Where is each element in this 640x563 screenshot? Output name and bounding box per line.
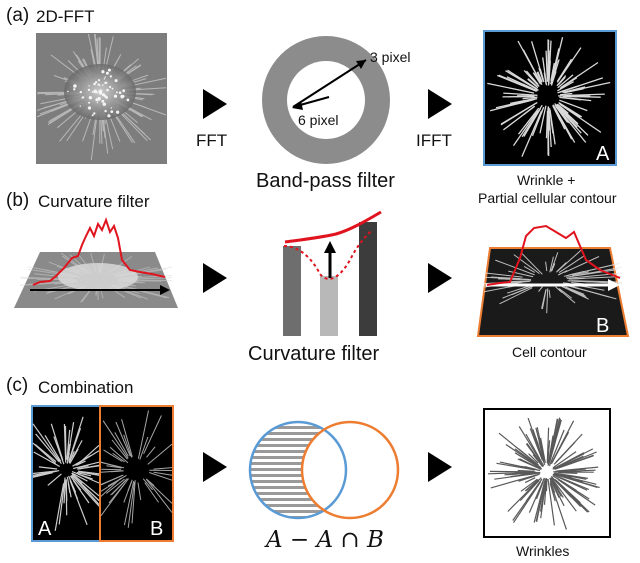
- combined-input-images: [31, 405, 174, 542]
- fft-result-image-a: [483, 30, 617, 166]
- title-curvature-filter: Curvature filter: [38, 192, 150, 211]
- curvature-caption: Curvature filter: [248, 343, 380, 365]
- result-caption-wrinkles: Wrinkles: [516, 543, 570, 559]
- result-caption-b: Cell contour: [512, 344, 587, 360]
- arrow-fft: [203, 89, 227, 119]
- raw-micrograph-image: [36, 33, 167, 164]
- radius-outer-label: 3 pixel: [370, 49, 411, 65]
- result-caption-a-line2: Partial cellular contour: [478, 190, 617, 206]
- arrow-ifft: [428, 89, 452, 119]
- arrow-curvature: [203, 263, 227, 293]
- combo-letter-b: B: [150, 518, 164, 540]
- panel-label-c: (c): [6, 375, 29, 396]
- result-letter-a: A: [596, 143, 610, 165]
- panel-label-a: (a): [6, 5, 30, 26]
- step-fft-label: FFT: [196, 131, 228, 150]
- title-2d-fft: 2D-FFT: [36, 7, 95, 26]
- wrinkles-result-image: [483, 408, 611, 538]
- result-caption-a-line1: Wrinkle +: [517, 172, 576, 188]
- arrow-combine: [203, 452, 227, 482]
- title-combination: Combination: [38, 378, 134, 397]
- set-difference-formula: A − A ∩ B: [266, 527, 384, 553]
- tilted-micrograph-with-profile: [14, 217, 178, 308]
- arrow-wrinkles: [428, 452, 452, 482]
- contour-result-image-b: [476, 224, 630, 337]
- arrow-contour: [428, 263, 452, 293]
- radius-inner-label: 6 pixel: [298, 112, 339, 128]
- combo-letter-a: A: [38, 518, 52, 540]
- result-letter-b: B: [596, 315, 610, 337]
- band-pass-caption: Band-pass filter: [256, 170, 395, 192]
- step-ifft-label: IFFT: [416, 131, 452, 150]
- venn-diagram: [248, 420, 400, 520]
- band-pass-filter-ring: [262, 36, 390, 164]
- panel-label-b: (b): [6, 190, 30, 211]
- curvature-filter-bars: [283, 210, 382, 336]
